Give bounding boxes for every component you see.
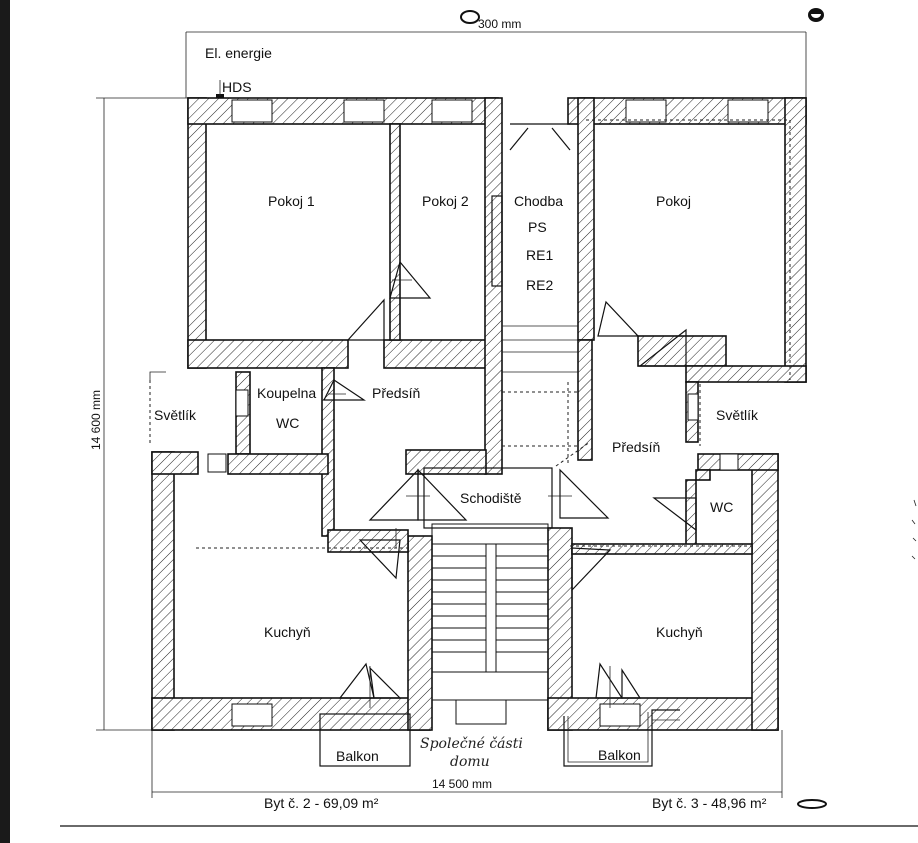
footer-mark [797,799,827,809]
doors [323,260,697,708]
room-pokoj-2: Pokoj 2 [422,193,469,209]
chodba-fittings [196,119,791,549]
el-energie-box [185,31,807,102]
height-dimension-line [96,97,196,731]
right-edge-marks [911,499,917,560]
room-svetlik-left: Světlík [154,407,197,423]
room-kuchyn-right: Kuchyň [656,624,703,640]
windows [207,99,769,727]
room-kuchyn-left: Kuchyň [264,624,311,640]
room-predsin-left: Předsíň [372,385,420,401]
room-balkon-left: Balkon [336,748,379,764]
staircase [423,467,553,701]
room-wc-right: WC [710,499,733,515]
hds-label: HDS [222,79,252,95]
room-svetlik-right: Světlík [716,407,759,423]
room-koupelna: Koupelna [257,385,316,401]
room-schodiste: Schodiště [460,490,522,506]
meter-re1: RE1 [526,247,553,263]
top-dimension: 300 mm [478,17,521,31]
room-chodba: Chodba [514,193,563,209]
balconies [319,709,680,767]
unit-byt-3: Byt č. 3 - 48,96 m² [652,795,767,811]
top-marks [460,8,824,24]
unit-byt-2: Byt č. 2 - 69,09 m² [264,795,379,811]
meter-ps: PS [528,219,547,235]
room-pokoj-1: Pokoj 1 [268,193,315,209]
room-wc-left: WC [276,415,299,431]
el-energie-label: El. energie [205,45,272,61]
handwritten-domu: domu [450,754,490,770]
meter-re2: RE2 [526,277,553,293]
room-balkon-right: Balkon [598,747,641,763]
height-dimension: 14 600 mm [89,390,103,450]
svetlik-outlines [149,371,701,446]
handwritten-spolecne: Společné části [420,736,523,752]
scan-edge [0,0,10,843]
width-dimension-line [151,730,783,798]
width-dimension: 14 500 mm [432,777,492,791]
walls [151,97,807,731]
room-pokoj: Pokoj [656,193,691,209]
room-predsin-right: Předsíň [612,439,660,455]
